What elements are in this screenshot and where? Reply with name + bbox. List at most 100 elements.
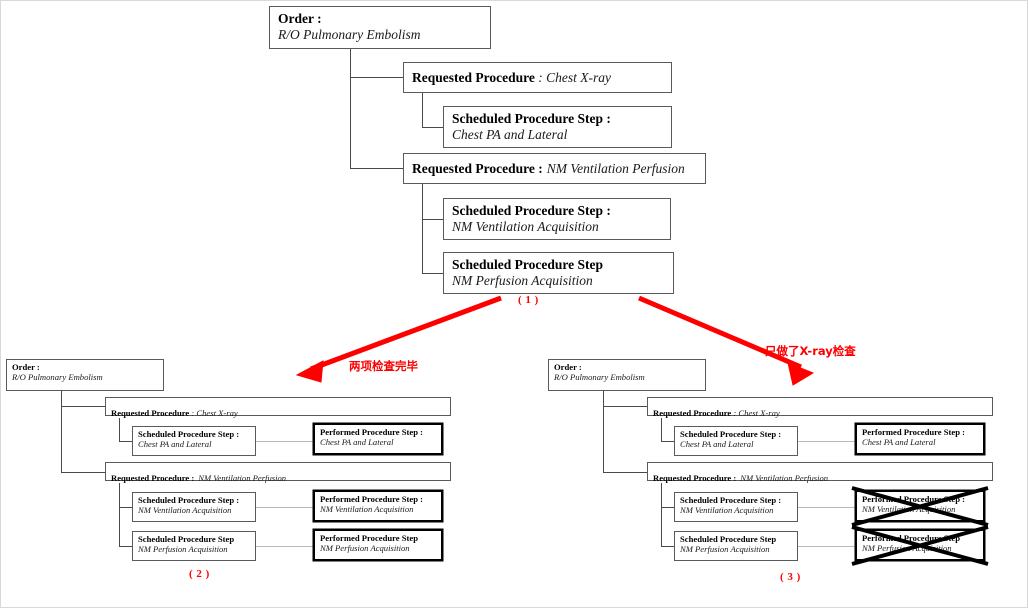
node-requested-procedure-nm-top[interactable]: Requested Procedure : NM Ventilation Per… <box>403 153 706 184</box>
node-scheduled-step-nm-ventilation-bl[interactable]: Scheduled Procedure Step : NM Ventilatio… <box>132 492 256 522</box>
node-label: Performed Procedure Step <box>862 533 961 543</box>
node-value: NM Perfusion Acquisition <box>680 544 770 555</box>
link-scheduled-performed-3-br <box>798 546 855 547</box>
node-value: NM Ventilation Perfusion <box>198 473 287 483</box>
link-scheduled-performed-2-bl <box>256 507 313 508</box>
node-performed-step-nm-ventilation-bl[interactable]: Performed Procedure Step : NM Ventilatio… <box>313 490 443 522</box>
node-label: Requested Procedure : <box>111 473 195 483</box>
connector-vertical-rp2-bl <box>119 483 120 547</box>
caption-panel-1: ( 1 ) <box>518 294 539 306</box>
node-value: Chest PA and Lateral <box>138 439 212 450</box>
node-label: Scheduled Procedure Step : <box>452 203 611 218</box>
node-separator: : <box>534 70 547 85</box>
caption-panel-2: ( 2 ) <box>189 568 210 580</box>
node-requested-procedure-nm-br[interactable]: Requested Procedure : NM Ventilation Per… <box>647 462 993 483</box>
connector-vertical-order-br <box>603 391 604 473</box>
link-scheduled-performed-1-br <box>798 441 855 442</box>
node-label: Requested Procedure <box>412 70 535 85</box>
connector-horizontal-rp2-br <box>603 472 647 473</box>
node-label: Scheduled Procedure Step : <box>138 495 240 505</box>
node-label: Scheduled Procedure Step <box>452 257 604 272</box>
node-value: Chest X-ray <box>546 70 611 85</box>
cross-out-nm-ventilation-icon <box>851 486 989 527</box>
annotation-panel-2: 两项检查完毕 <box>349 359 418 373</box>
node-requested-procedure-nm-bl[interactable]: Requested Procedure : NM Ventilation Per… <box>105 462 451 483</box>
node-performed-step-chest-pa-lateral-bl[interactable]: Performed Procedure Step : Chest PA and … <box>313 423 443 455</box>
node-requested-procedure-chest-xray-br[interactable]: Requested Procedure : Chest X-ray <box>647 397 993 418</box>
node-scheduled-step-nm-perfusion-top[interactable]: Scheduled Procedure Step NM Perfusion Ac… <box>443 252 674 294</box>
link-scheduled-performed-1-bl <box>256 441 313 442</box>
node-value: NM Ventilation Acquisition <box>452 218 599 234</box>
connector-horizontal-rp1-bl <box>61 406 105 407</box>
connector-horizontal-sps3-bl <box>119 546 132 547</box>
node-performed-step-nm-perfusion-bl[interactable]: Performed Procedure Step NM Perfusion Ac… <box>313 529 443 561</box>
connector-vertical-rp1-br <box>661 418 662 442</box>
node-label: Order : <box>12 362 40 372</box>
node-label: Performed Procedure Step : <box>862 494 966 504</box>
connector-horizontal-sps2-br <box>661 507 674 508</box>
node-scheduled-step-chest-pa-lateral-br[interactable]: Scheduled Procedure Step : Chest PA and … <box>674 426 798 456</box>
cross-out-nm-perfusion-icon <box>851 525 989 566</box>
node-requested-procedure-chest-xray-top[interactable]: Requested Procedure : Chest X-ray <box>403 62 672 93</box>
node-label: Scheduled Procedure Step : <box>680 495 782 505</box>
node-scheduled-step-chest-pa-lateral-bl[interactable]: Scheduled Procedure Step : Chest PA and … <box>132 426 256 456</box>
connector-vertical-rp2-br <box>661 483 662 547</box>
node-separator: : <box>731 408 739 418</box>
connector-vertical-rp1-top <box>422 92 423 128</box>
node-label: Scheduled Procedure Step <box>680 534 777 544</box>
node-value: NM Perfusion Acquisition <box>320 543 410 554</box>
connector-horizontal-rp1-br <box>603 406 647 407</box>
node-value: R/O Pulmonary Embolism <box>554 372 645 383</box>
node-label: Performed Procedure Step <box>320 533 419 543</box>
node-label: Performed Procedure Step : <box>862 427 966 437</box>
connector-vertical-order-bl <box>61 391 62 473</box>
connector-horizontal-rp2-top <box>350 168 404 169</box>
node-scheduled-step-nm-perfusion-bl[interactable]: Scheduled Procedure Step NM Perfusion Ac… <box>132 531 256 561</box>
node-performed-step-chest-pa-lateral-br[interactable]: Performed Procedure Step : Chest PA and … <box>855 423 985 455</box>
node-value: Chest PA and Lateral <box>680 439 754 450</box>
node-separator: : <box>189 408 197 418</box>
node-label: Scheduled Procedure Step : <box>138 429 240 439</box>
node-order-top[interactable]: Order : R/O Pulmonary Embolism <box>269 6 491 49</box>
node-requested-procedure-chest-xray-bl[interactable]: Requested Procedure : Chest X-ray <box>105 397 451 418</box>
node-label: Scheduled Procedure Step : <box>452 111 611 126</box>
node-label: Requested Procedure <box>653 408 732 418</box>
connector-horizontal-rp2-bl <box>61 472 105 473</box>
node-value: Chest X-ray <box>196 408 238 418</box>
node-order-br[interactable]: Order : R/O Pulmonary Embolism <box>548 359 706 391</box>
node-label: Order : <box>554 362 582 372</box>
node-order-bl[interactable]: Order : R/O Pulmonary Embolism <box>6 359 164 391</box>
connector-vertical-rp1-bl <box>119 418 120 442</box>
node-label: Order : <box>278 11 322 26</box>
node-label: Performed Procedure Step : <box>320 427 424 437</box>
connector-horizontal-sps1-top <box>422 127 444 128</box>
node-value: NM Ventilation Acquisition <box>138 505 232 516</box>
node-scheduled-step-nm-ventilation-br[interactable]: Scheduled Procedure Step : NM Ventilatio… <box>674 492 798 522</box>
connector-horizontal-sps2-bl <box>119 507 132 508</box>
annotation-panel-3: 只做了X-ray检查 <box>765 344 856 358</box>
connector-horizontal-sps3-br <box>661 546 674 547</box>
node-value: Chest X-ray <box>738 408 780 418</box>
node-value: NM Perfusion Acquisition <box>138 544 228 555</box>
connector-horizontal-sps1-br <box>661 441 674 442</box>
connector-vertical-order-top <box>350 49 351 168</box>
node-value: R/O Pulmonary Embolism <box>12 372 103 383</box>
node-scheduled-step-nm-perfusion-br[interactable]: Scheduled Procedure Step NM Perfusion Ac… <box>674 531 798 561</box>
caption-panel-3: ( 3 ) <box>780 571 801 583</box>
node-label: Requested Procedure <box>111 408 190 418</box>
node-scheduled-step-chest-pa-lateral-top[interactable]: Scheduled Procedure Step : Chest PA and … <box>443 106 672 148</box>
connector-horizontal-sps1-bl <box>119 441 132 442</box>
node-label: Scheduled Procedure Step : <box>680 429 782 439</box>
node-label: Requested Procedure : <box>653 473 737 483</box>
node-value: Chest PA and Lateral <box>452 126 568 142</box>
connector-vertical-rp2-top <box>422 183 423 274</box>
connector-horizontal-sps3-top <box>422 273 444 274</box>
node-value: R/O Pulmonary Embolism <box>278 26 421 42</box>
node-scheduled-step-nm-ventilation-top[interactable]: Scheduled Procedure Step : NM Ventilatio… <box>443 198 671 240</box>
node-value: Chest PA and Lateral <box>320 437 394 448</box>
node-value: NM Perfusion Acquisition <box>452 272 593 288</box>
node-value: NM Ventilation Perfusion <box>740 473 829 483</box>
